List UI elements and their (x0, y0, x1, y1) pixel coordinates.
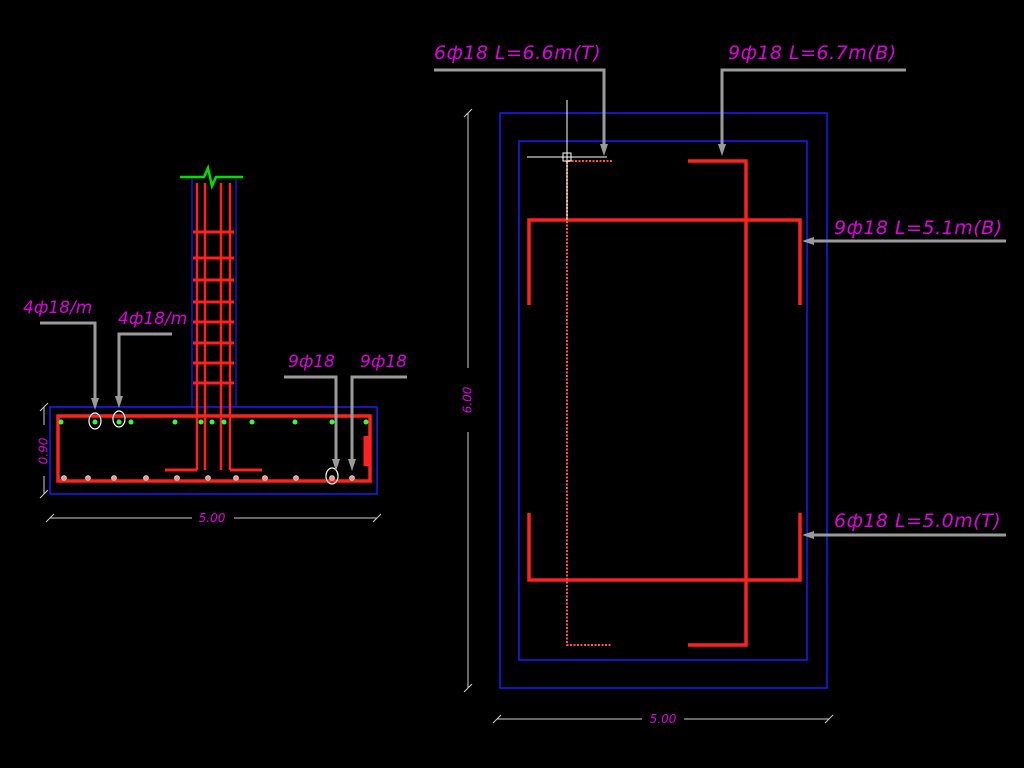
plan-bar-vertical-top (566, 160, 612, 646)
bar-highlight-circles (88, 410, 339, 485)
plan-dim-height: 6.00 (461, 386, 475, 413)
label-plan-top-left: 6ф18 L=6.6m(T) (434, 42, 601, 64)
plan-leader-arrows (600, 144, 814, 539)
section-leader-arrows (91, 396, 356, 471)
label-top-bars-1: 4ф18/m (23, 298, 92, 318)
section-dim-height-line (39, 402, 49, 499)
plan-bar-vertical-main (688, 159, 748, 647)
footing-plan: 6ф18 L=6.6m(T) 9ф18 L=6.7m(B) 9ф18 L=5.1… (434, 42, 1006, 726)
footing-outline (49, 406, 378, 495)
column-vertical-bars (195, 183, 232, 470)
label-plan-right-lower: 6ф18 L=5.0m(T) (834, 510, 1001, 532)
label-plan-top-right: 9ф18 L=6.7m(B) (728, 42, 897, 64)
footing-bottom-bar (56, 444, 372, 483)
plan-dim-width: 5.00 (650, 712, 677, 726)
cursor-crosshair (527, 100, 607, 220)
label-plan-right-upper: 9ф18 L=5.1m(B) (834, 217, 1003, 239)
footing-top-bar (56, 414, 372, 444)
label-bottom-bars-2: 9ф18 (360, 352, 407, 372)
plan-inner-outline (518, 140, 808, 661)
plan-outer-outline (499, 112, 828, 689)
section-dim-height: 0.90 (37, 437, 51, 464)
plan-dim-width-line (492, 714, 834, 724)
plan-bar-horizontal-bottom (527, 513, 802, 582)
footing-section: 4ф18/m 4ф18/m 9ф18 9ф18 0.90 5.00 (23, 164, 407, 525)
label-top-bars-2: 4ф18/m (118, 309, 187, 329)
column-break-line (180, 164, 243, 190)
section-dim-width: 5.00 (199, 511, 226, 525)
top-transverse-bars (58, 419, 369, 425)
label-bottom-bars-1: 9ф18 (288, 352, 335, 372)
section-dim-width-line (45, 513, 382, 523)
bottom-transverse-bars (61, 475, 355, 481)
section-leaders (40, 321, 407, 466)
plan-bar-horizontal-top (527, 218, 802, 305)
column-stirrups (193, 230, 234, 385)
plan-dim-height-line (463, 108, 473, 693)
plan-leaders (434, 68, 1006, 537)
